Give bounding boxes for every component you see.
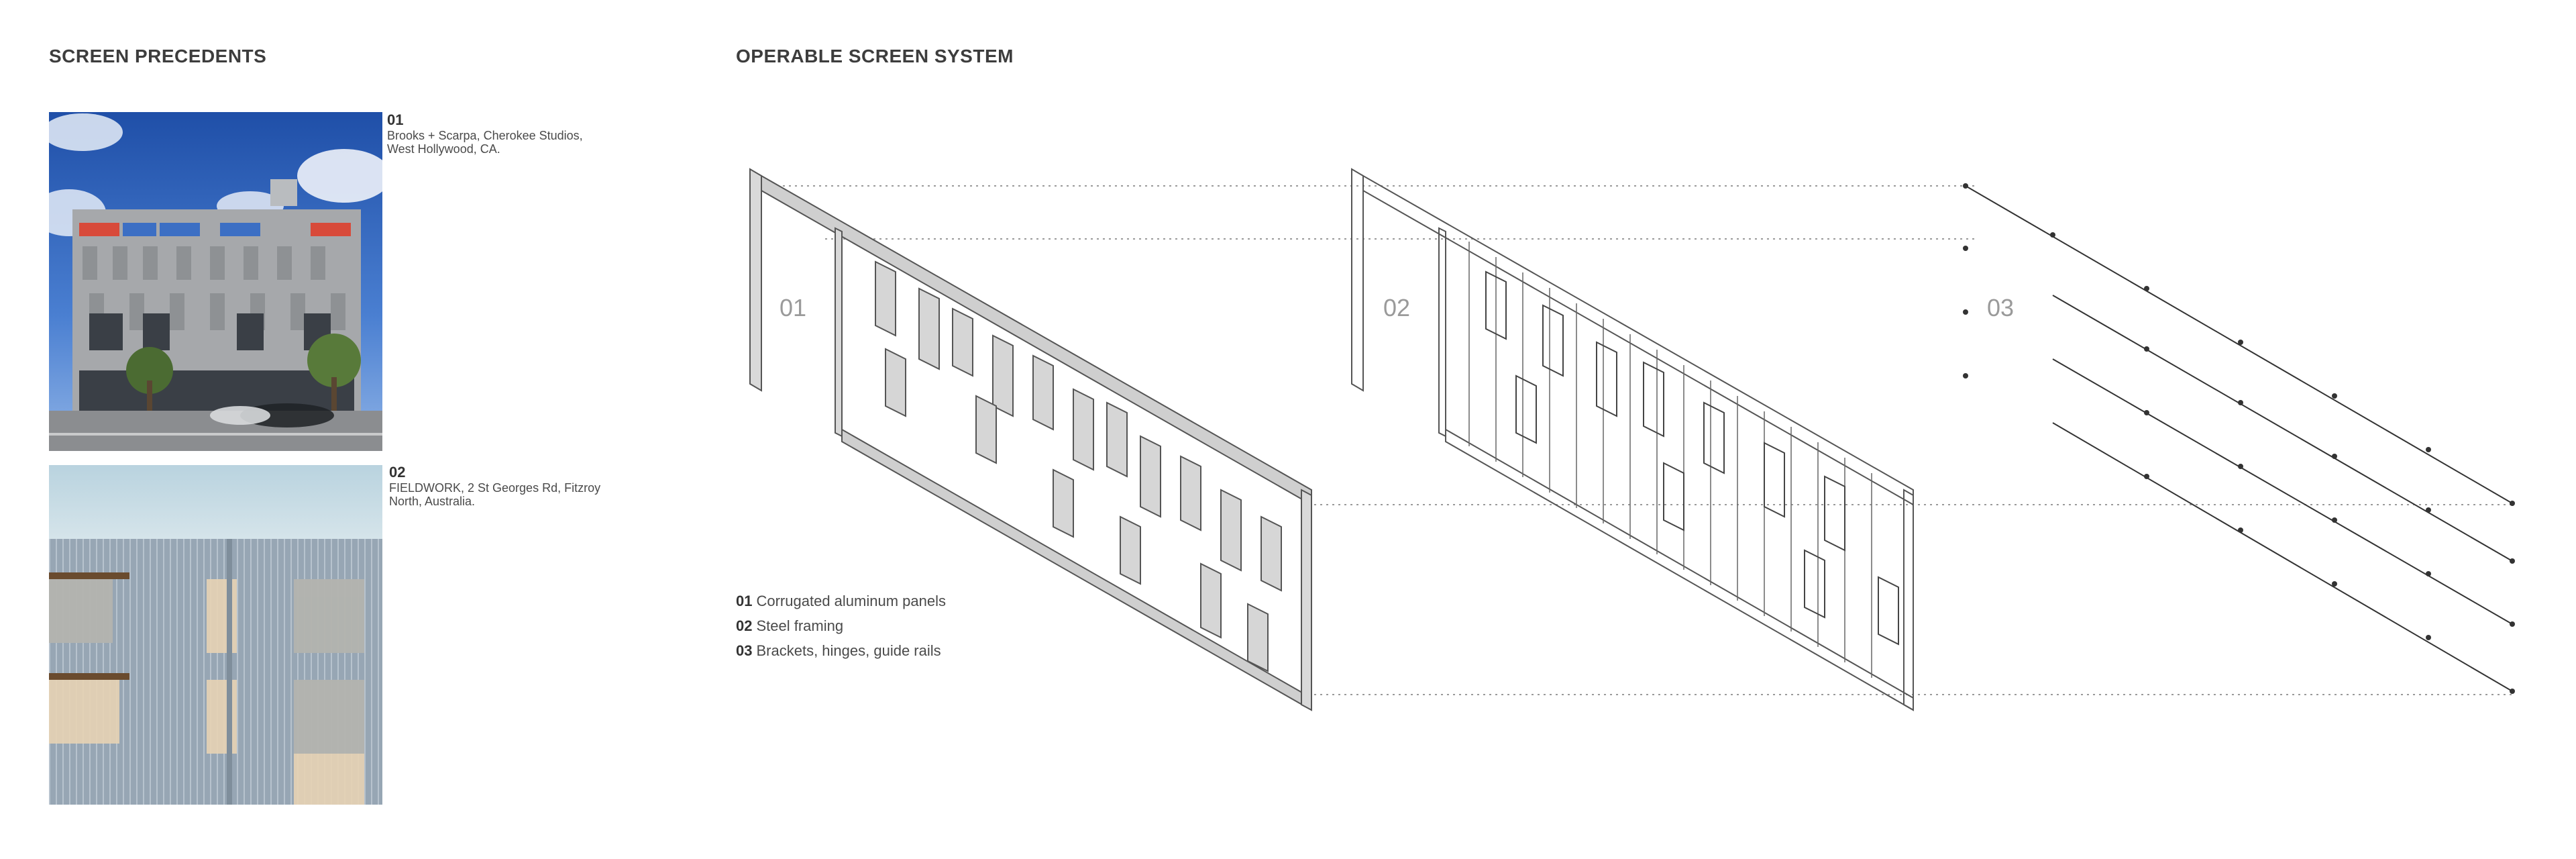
precedent-text-2: FIELDWORK, 2 St Georges Rd, Fitzroy Nort… (389, 481, 601, 508)
precedent-number-2: 02 (389, 464, 406, 481)
precedent-photo-fieldwork (49, 465, 382, 805)
precedents-heading: SCREEN PRECEDENTS (49, 46, 267, 66)
precedent-caption-2: 02 FIELDWORK, 2 St Georges Rd, Fitzroy N… (389, 464, 610, 508)
diagram-03-brackets (1963, 183, 2515, 694)
legend-text-2: Steel framing (756, 617, 844, 634)
diagram-label-01: 01 (780, 294, 807, 321)
legend-text-1: Corrugated aluminum panels (756, 593, 946, 609)
diagram-label-02: 02 (1383, 294, 1411, 321)
precedent-photo-cherokee-studios (49, 112, 382, 451)
system-heading: OPERABLE SCREEN SYSTEM (736, 46, 1014, 66)
precedent-number-1: 01 (387, 111, 404, 128)
legend-text-3: Brackets, hinges, guide rails (756, 642, 941, 659)
legend-number-3: 03 (736, 642, 753, 659)
alignment-guides (777, 185, 2512, 695)
diagram-01-panels (749, 168, 1312, 711)
legend-number-1: 01 (736, 593, 753, 609)
precedent-text-1: Brooks + Scarpa, Cherokee Studios, West … (387, 129, 583, 156)
precedent-caption-1: 01 Brooks + Scarpa, Cherokee Studios, We… (387, 111, 608, 156)
diagram-label-03: 03 (1987, 294, 2015, 321)
diagram-02-framing (1351, 168, 1914, 711)
legend-number-2: 02 (736, 617, 753, 634)
